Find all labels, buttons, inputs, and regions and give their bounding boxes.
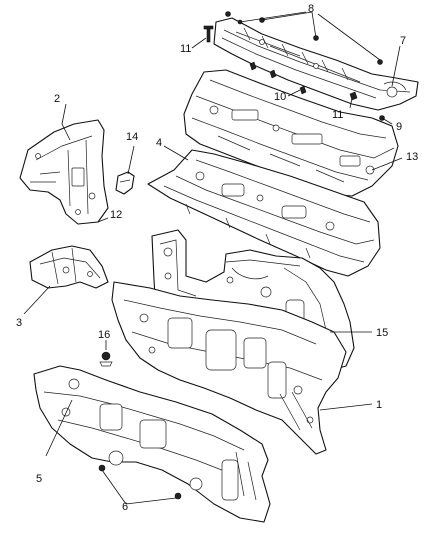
clip-part-10 xyxy=(249,61,307,95)
callout-6: 6 xyxy=(122,501,128,513)
callout-5: 5 xyxy=(36,473,42,485)
callout-9: 9 xyxy=(396,121,402,133)
cowl-grille-part-7 xyxy=(213,17,419,111)
lower-plenum-panel-part-4 xyxy=(147,149,381,277)
callout-13: 13 xyxy=(406,151,418,163)
small-bracket-part-14 xyxy=(115,171,135,195)
callout-1: 1 xyxy=(376,399,382,411)
leader-lines xyxy=(23,11,403,505)
callout-labels: 1 2 3 4 5 6 7 8 9 10 11 11 12 13 14 15 1… xyxy=(16,3,418,513)
dash-panel-part-1 xyxy=(111,281,347,455)
callout-3: 3 xyxy=(16,317,22,329)
callout-8: 8 xyxy=(308,3,314,15)
callout-10: 10 xyxy=(274,91,286,103)
grommet-part-16 xyxy=(99,351,113,367)
dash-insulator-part-5 xyxy=(33,365,271,523)
upper-cowl-panel-part-13 xyxy=(183,69,399,197)
callout-11-top: 11 xyxy=(180,43,191,55)
side-bracket-part-2 xyxy=(19,119,109,225)
lower-bracket-part-3 xyxy=(29,245,109,289)
callout-15: 15 xyxy=(376,327,388,339)
callout-11-right: 11 xyxy=(332,109,343,121)
callout-14: 14 xyxy=(126,131,138,143)
callout-7: 7 xyxy=(400,35,406,47)
callout-2: 2 xyxy=(54,93,60,105)
callout-12: 12 xyxy=(110,209,122,221)
clip-part-11-left xyxy=(203,25,214,43)
callout-4: 4 xyxy=(156,137,162,149)
callout-16: 16 xyxy=(98,329,110,341)
fastener-part-6 xyxy=(98,464,182,500)
